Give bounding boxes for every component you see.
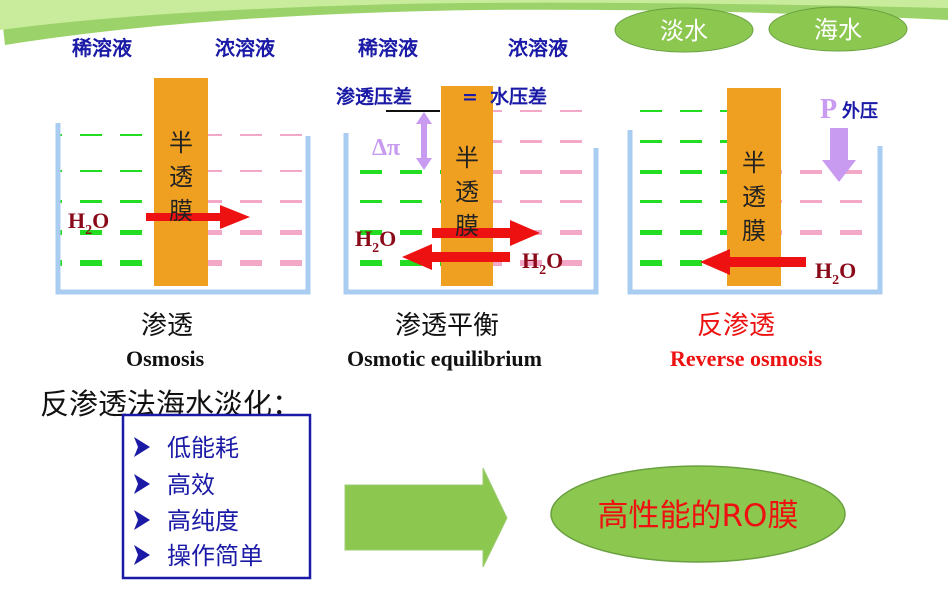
- feature-item: 低能耗: [134, 434, 239, 462]
- title-en: Osmosis: [126, 346, 205, 371]
- h2o-label-left: H2O: [355, 226, 396, 256]
- label-seawater: 海水: [814, 16, 862, 44]
- beaker: [55, 123, 311, 295]
- feature-item: 高纯度: [134, 507, 239, 535]
- feature-text: 低能耗: [167, 434, 239, 462]
- feature-item: 操作简单: [134, 542, 263, 570]
- arrow-left-icon: [700, 249, 806, 275]
- membrane-label: 半透膜: [169, 129, 193, 225]
- arrow-right-icon: [432, 220, 540, 246]
- pressure-label: 外压: [842, 100, 878, 122]
- panel-reverse-osmosis: 淡水 海水 P 外压 H2O 反渗透 Reverse osmosis: [614, 6, 908, 371]
- double-arrow-icon: [416, 112, 432, 170]
- oval-fresh-water: [614, 7, 754, 53]
- arrow-left-icon: [402, 244, 510, 270]
- label-fresh-water: 淡水: [660, 17, 708, 45]
- membrane-label: 半透膜: [742, 149, 766, 245]
- feature-text: 操作简单: [167, 542, 263, 570]
- pressure-arrow-icon: [822, 128, 856, 182]
- beaker: [343, 133, 599, 295]
- feature-item: 高效: [134, 471, 215, 499]
- beaker: [627, 130, 883, 295]
- bullet-arrow-icon: [134, 437, 150, 457]
- label-concentrated: 浓溶液: [215, 36, 276, 60]
- fresh-water-levels: [60, 134, 155, 266]
- delta-pi-label: Δπ: [372, 135, 400, 161]
- bullet-arrow-icon: [134, 510, 150, 530]
- oval-seawater: [768, 6, 908, 52]
- bullet-arrow-icon: [134, 545, 150, 565]
- membrane: [727, 88, 781, 286]
- arrow-right-icon: [146, 205, 250, 229]
- title-en: Osmotic equilibrium: [347, 346, 542, 371]
- features-box: [121, 413, 312, 580]
- title-cn: 渗透: [141, 311, 193, 341]
- salt-water-levels: [780, 168, 880, 235]
- title-cn: 渗透平衡: [395, 311, 499, 341]
- pressure-p: P: [820, 94, 837, 125]
- panel-equilibrium: 稀溶液 浓溶液 渗透压差 = 水压差 Δπ H2O H2O 渗透平衡 Osmot…: [336, 36, 599, 371]
- features-list: 低能耗 高效 高纯度 操作简单: [134, 434, 263, 570]
- equation-osmotic-pressure: 渗透压差: [336, 85, 412, 108]
- equation-equals: =: [462, 86, 478, 108]
- label-concentrated: 浓溶液: [508, 36, 569, 60]
- bullet-arrow-icon: [134, 474, 150, 494]
- title-cn: 反渗透: [697, 311, 775, 341]
- salt-water-levels: [208, 134, 303, 266]
- panel-osmosis: 稀溶液 浓溶液 H2O 渗透 Osmosis: [55, 36, 311, 371]
- fresh-water-levels: [640, 106, 728, 266]
- big-arrow-right-icon: [344, 467, 508, 568]
- title-en: Reverse osmosis: [670, 346, 823, 371]
- fresh-water-levels: [348, 168, 442, 266]
- h2o-label: H2O: [68, 208, 109, 238]
- feature-text: 高纯度: [167, 507, 239, 535]
- top-banner-highlight: [0, 0, 948, 30]
- label-dilute: 稀溶液: [358, 36, 419, 60]
- membrane: [154, 78, 208, 286]
- membrane-label: 半透膜: [455, 144, 479, 240]
- equation-water-pressure: 水压差: [490, 85, 547, 108]
- salt-water-levels: [492, 106, 592, 266]
- result-oval: [550, 465, 846, 563]
- result-text: 高性能的RO膜: [598, 498, 799, 534]
- feature-text: 高效: [167, 471, 215, 499]
- label-dilute: 稀溶液: [72, 36, 133, 60]
- h2o-label: H2O: [815, 258, 856, 288]
- h2o-label-right: H2O: [522, 248, 563, 278]
